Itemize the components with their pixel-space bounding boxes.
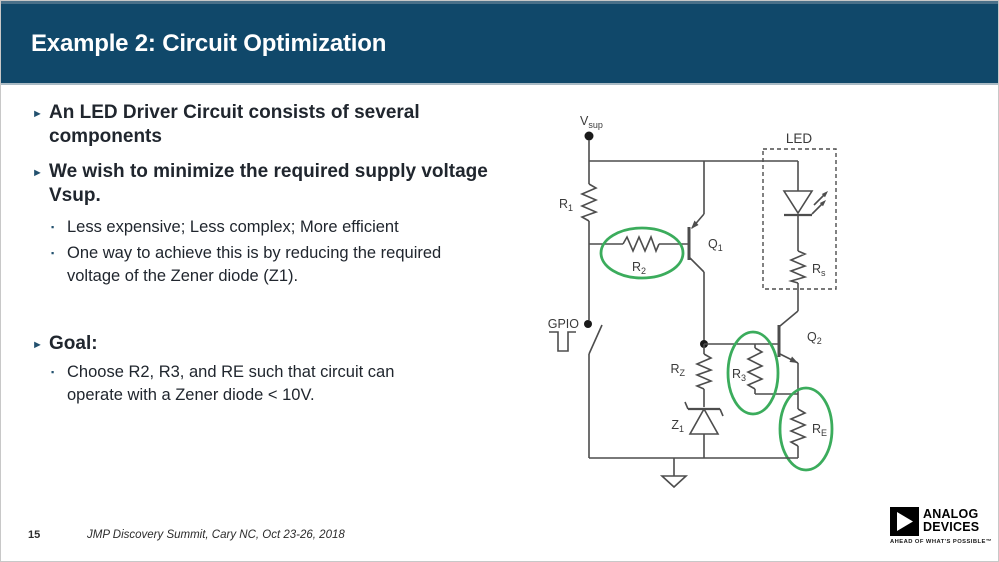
- bullet-text: Goal:: [49, 333, 98, 354]
- title-bar: Example 2: Circuit Optimization: [1, 1, 998, 85]
- arrow-bullet-icon: ►: [32, 167, 43, 179]
- logo-line2: DEVICES: [923, 520, 980, 534]
- resistor-re: [788, 408, 808, 447]
- gpio-terminal-dot: [584, 320, 592, 328]
- square-bullet-icon: ▪: [51, 367, 55, 377]
- subbullet-choose-resistors: ▪ Choose R2, R3, and RE such that circui…: [51, 361, 451, 407]
- r2-highlight-ellipse: [599, 226, 685, 280]
- zener-diode-z1-symbol: [688, 407, 720, 435]
- rs-label: Rs: [812, 262, 826, 278]
- bullet-minimize-vsup: ► We wish to minimize the required suppl…: [32, 160, 502, 208]
- resistor-r1: [579, 183, 599, 222]
- subbullet-less-expensive: ▪ Less expensive; Less complex; More eff…: [51, 216, 451, 239]
- square-bullet-icon: ▪: [51, 222, 55, 232]
- led-diode-symbol: [782, 190, 814, 215]
- switch-blade: [588, 324, 603, 355]
- subbullet-text: Choose R2, R3, and RE such that circuit …: [67, 363, 395, 404]
- r3-label: R3: [732, 367, 746, 383]
- bullet-text: An LED Driver Circuit consists of severa…: [49, 102, 420, 147]
- resistor-rs: [788, 250, 808, 284]
- re-label: RE: [812, 422, 827, 438]
- q2-label: Q2: [807, 330, 822, 346]
- q2-emitter-arrow-icon: [789, 356, 798, 363]
- resistor-r2: [622, 234, 660, 254]
- z1-label: Z1: [671, 418, 684, 434]
- arrow-bullet-icon: ►: [32, 108, 43, 120]
- analog-devices-logo: ANALOG DEVICES AHEAD OF WHAT'S POSSIBLE™: [890, 507, 993, 545]
- led-driver-circuit-diagram: Vsup R1 R2 Q1 LED Rs: [548, 114, 837, 489]
- page-title: Example 2: Circuit Optimization: [31, 29, 387, 57]
- rz-label: RZ: [670, 362, 685, 378]
- resistor-r3: [746, 347, 764, 390]
- bullet-led-driver: ► An LED Driver Circuit consists of seve…: [32, 101, 502, 149]
- page-number: 15: [28, 529, 41, 541]
- subbullet-text: Less expensive; Less complex; More effic…: [67, 218, 399, 236]
- bullet-goal: ► Goal:: [32, 332, 502, 357]
- led-light-arrowhead-icon: [819, 200, 826, 207]
- footer-text: JMP Discovery Summit, Cary NC, Oct 23-26…: [87, 529, 345, 541]
- logo-line1: ANALOG: [923, 507, 979, 521]
- subbullet-text: One way to achieve this is by reducing t…: [67, 244, 442, 285]
- led-block-dashed-box: [762, 148, 837, 290]
- ground-symbol: [659, 475, 689, 489]
- r2-label: R2: [632, 260, 646, 276]
- arrow-bullet-icon: ►: [32, 339, 43, 351]
- logo-tagline: AHEAD OF WHAT'S POSSIBLE™: [890, 539, 993, 545]
- vsup-label: Vsup: [580, 114, 603, 130]
- re-highlight-ellipse: [778, 386, 834, 472]
- subbullet-reduce-zener: ▪ One way to achieve this is by reducing…: [51, 242, 451, 288]
- r1-label: R1: [559, 197, 573, 213]
- analog-devices-triangle-icon: [890, 507, 919, 536]
- q2-collector: [779, 310, 799, 327]
- led-block-label: LED: [786, 131, 813, 146]
- q1-collector: [689, 257, 705, 273]
- zener-hook: [684, 401, 689, 410]
- r3-highlight-ellipse: [726, 330, 780, 416]
- gpio-pulse-icon: [549, 331, 576, 352]
- square-bullet-icon: ▪: [51, 248, 55, 258]
- gpio-label: GPIO: [548, 317, 580, 331]
- vsup-terminal-dot: [584, 131, 594, 141]
- zener-hook: [719, 408, 724, 417]
- resistor-rz: [694, 353, 714, 390]
- q1-emitter-arrow-icon: [691, 220, 699, 229]
- led-light-arrowhead-icon: [821, 191, 828, 198]
- q1-label: Q1: [708, 237, 723, 253]
- bullet-text: We wish to minimize the required supply …: [49, 161, 488, 206]
